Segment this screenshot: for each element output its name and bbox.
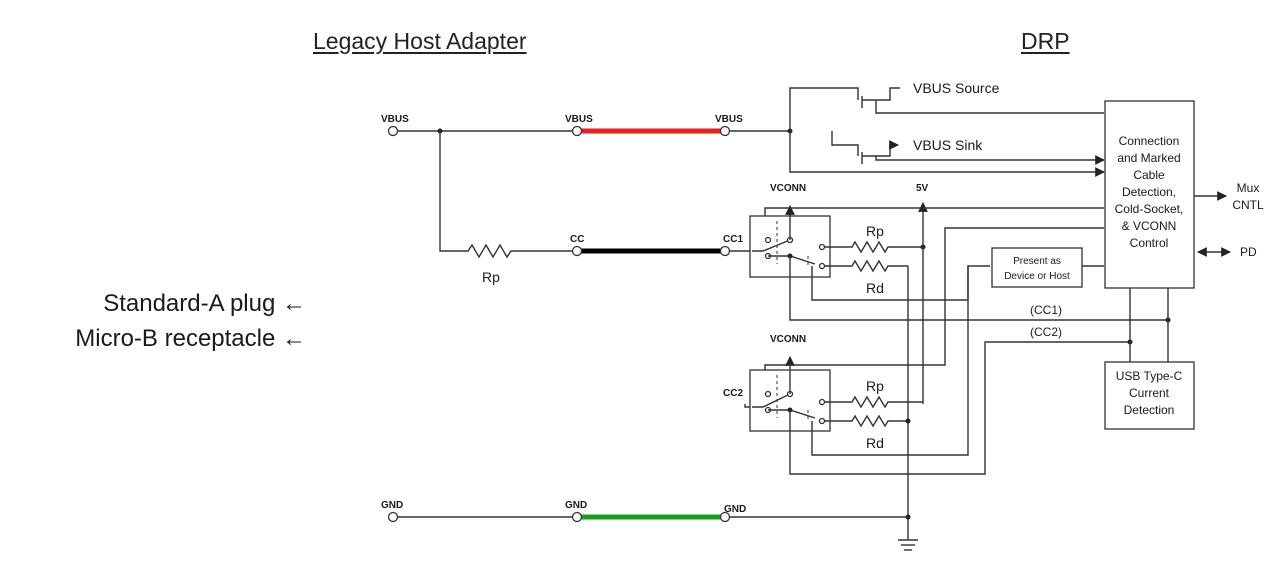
gnd-label-drp: GND <box>724 504 746 515</box>
host-rp-label: Rp <box>482 269 500 285</box>
cc2-label: CC2 <box>723 388 743 399</box>
control-box-line6: & VCONN <box>1122 219 1177 233</box>
vconn-label-2: VCONN <box>770 334 806 345</box>
control-box-line5: Cold-Socket, <box>1115 202 1184 216</box>
vconn-label-1: VCONN <box>770 183 806 194</box>
vbus-source-label: VBUS Source <box>913 80 1000 96</box>
vbus-sink-label: VBUS Sink <box>913 137 983 153</box>
cntl-label: CNTL <box>1232 198 1264 212</box>
control-box-line2: and Marked <box>1117 151 1180 165</box>
control-box-line7: Control <box>1130 236 1169 250</box>
gnd-label-cable: GND <box>565 500 587 511</box>
cc1-label: CC1 <box>723 234 743 245</box>
five-v-label: 5V <box>916 183 929 194</box>
pd-label: PD <box>1240 245 1257 259</box>
cc1-rp-label: Rp <box>866 223 884 239</box>
present-as-line2: Device or Host <box>1004 271 1070 282</box>
present-as-line1: Present as <box>1013 256 1061 267</box>
micro-b-receptacle-label: Micro-B receptacle ← <box>75 325 306 352</box>
control-box-line1: Connection <box>1119 134 1180 148</box>
current-box-line2: Current <box>1129 386 1170 400</box>
cc2-rp-label: Rp <box>866 378 884 394</box>
mux-label: Mux <box>1237 181 1260 195</box>
standard-a-plug-label: Standard-A plug ← <box>103 290 306 317</box>
cc-label-cable: CC <box>570 234 584 245</box>
current-box-line1: USB Type-C <box>1116 369 1183 383</box>
vbus-label-cable: VBUS <box>565 114 593 125</box>
current-box-line3: Detection <box>1124 403 1175 417</box>
vbus-label-drp: VBUS <box>715 114 743 125</box>
drp-heading: DRP <box>1021 28 1070 54</box>
cc2-rd-label: Rd <box>866 435 884 451</box>
cc1-tap-label: (CC1) <box>1030 303 1062 317</box>
vbus-label-host: VBUS <box>381 114 409 125</box>
control-box-line4: Detection, <box>1122 185 1176 199</box>
gnd-label-host: GND <box>381 500 403 511</box>
legacy-host-adapter-heading: Legacy Host Adapter <box>313 28 527 54</box>
cc1-rd-label: Rd <box>866 280 884 296</box>
cc2-tap-label: (CC2) <box>1030 325 1062 339</box>
control-box-line3: Cable <box>1133 168 1165 182</box>
